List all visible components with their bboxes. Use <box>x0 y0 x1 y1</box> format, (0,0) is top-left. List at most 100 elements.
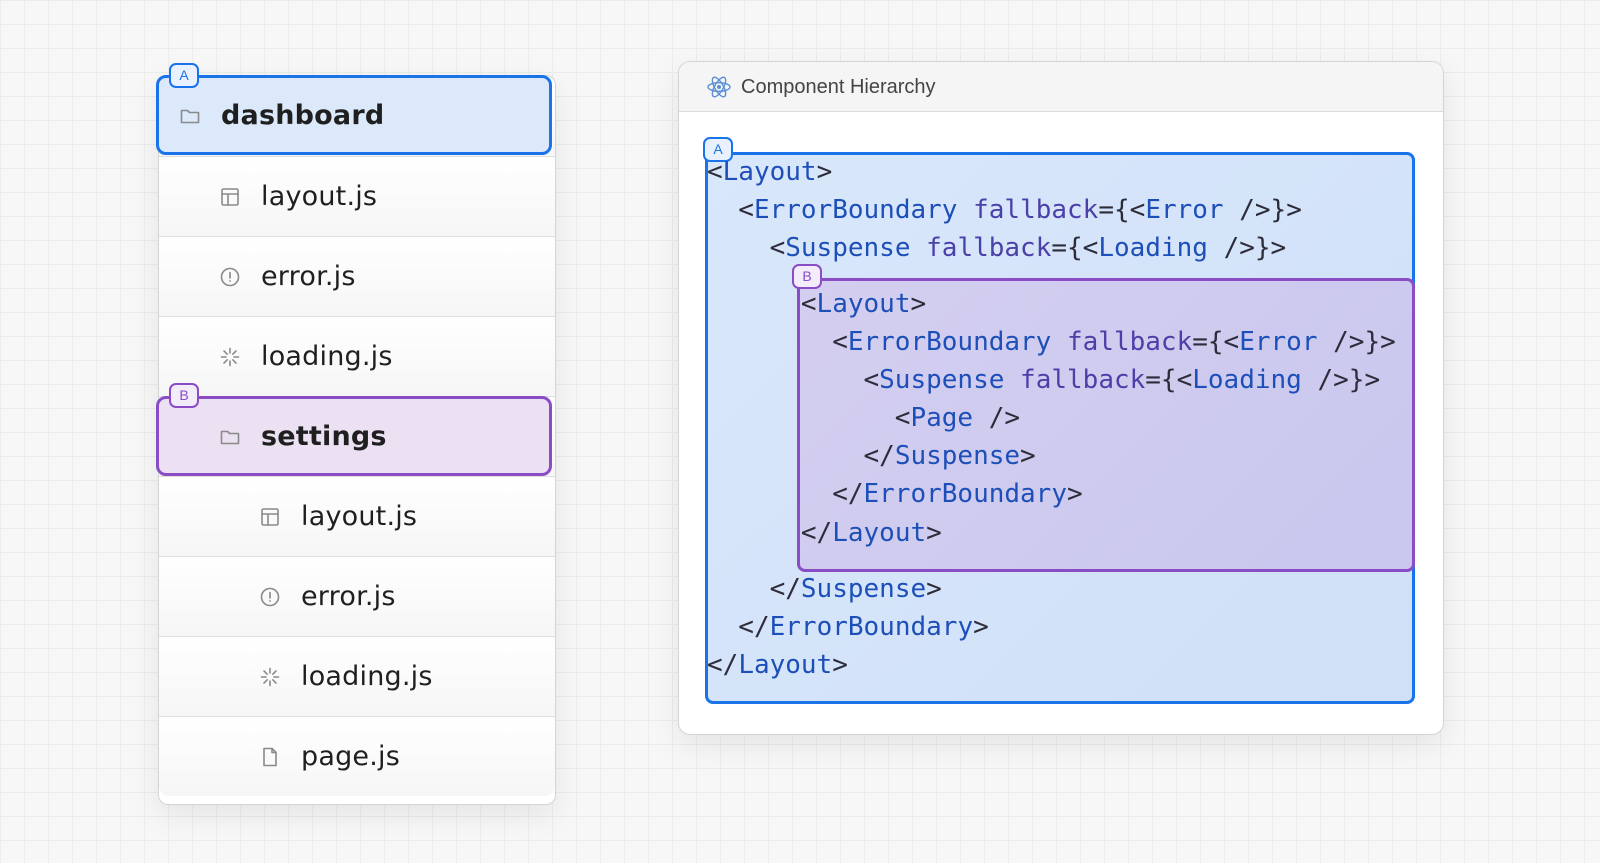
code-punct: > <box>973 612 989 642</box>
panel-header: Component Hierarchy <box>679 62 1443 112</box>
layout-icon <box>219 186 241 208</box>
code-tag: Layout <box>738 650 833 680</box>
tree-item-label: layout.js <box>261 181 378 212</box>
code-punct: < <box>863 365 880 395</box>
error-icon <box>219 266 241 288</box>
code-tag: ErrorBoundary <box>847 327 1052 357</box>
code-line: <ErrorBoundary fallback={<Error />}> <box>738 195 1302 225</box>
code-punct: ={< <box>1192 327 1240 357</box>
code-punct: < <box>738 195 754 225</box>
tree-item-label: dashboard <box>221 100 385 131</box>
tree-badge-a: A <box>169 63 199 88</box>
code-tag: Suspense <box>785 233 911 263</box>
code-punct: > <box>910 289 927 319</box>
tree-item-label: page.js <box>301 741 400 772</box>
tree-item-loading-js[interactable]: loading.js <box>159 636 555 716</box>
code-punct: < <box>832 327 848 357</box>
blue-highlight <box>156 75 552 155</box>
code-punct: < <box>707 157 723 187</box>
code-punct: < <box>769 233 786 263</box>
tree-item-error-js[interactable]: error.js <box>159 556 555 636</box>
code-punct: > <box>1020 441 1036 471</box>
code-punct <box>1004 365 1020 395</box>
code-line: </Suspense> <box>864 441 1036 471</box>
tree-item-label: error.js <box>261 261 356 292</box>
code-punct: />}> <box>1301 365 1381 395</box>
code-tag: Error <box>1145 195 1224 225</box>
code-attr: fallback <box>973 195 1099 225</box>
code-punct <box>910 233 926 263</box>
code-line: <Layout> <box>801 289 926 319</box>
layout-b-boundary <box>797 278 1415 572</box>
badge-a: A <box>703 137 733 162</box>
code-punct: />}> <box>1207 233 1287 263</box>
code-attr: fallback <box>926 233 1052 263</box>
folder-icon <box>219 426 241 448</box>
loading-icon <box>259 666 281 688</box>
code-line: </Layout> <box>707 650 848 680</box>
layout-icon <box>259 506 281 528</box>
tree-item-dashboard[interactable]: dashboard <box>156 75 555 156</box>
code-line: <Page /> <box>895 403 1020 433</box>
error-icon <box>259 586 281 608</box>
code-punct: < <box>800 289 817 319</box>
code-tag: Error <box>1239 327 1318 357</box>
tree-item-layout-js[interactable]: layout.js <box>159 156 555 236</box>
code-punct: />}> <box>1317 327 1396 357</box>
code-line: <Layout> <box>707 157 832 187</box>
component-hierarchy-panel: Component Hierarchy A B <Layout><ErrorBo… <box>678 61 1444 735</box>
code-punct: > <box>832 650 848 680</box>
code-tag: ErrorBoundary <box>753 195 958 225</box>
tree-item-error-js[interactable]: error.js <box>159 236 555 316</box>
react-icon <box>706 74 732 100</box>
tree-badge-b: B <box>169 383 199 408</box>
panel-title: Component Hierarchy <box>741 76 936 98</box>
code-line: <Suspense fallback={<Loading />}> <box>864 365 1381 395</box>
tree-item-loading-js[interactable]: loading.js <box>159 316 555 396</box>
code-punct: </ <box>769 574 801 604</box>
code-line: </ErrorBoundary> <box>832 479 1082 509</box>
code-tag: Suspense <box>879 365 1005 395</box>
folder-icon <box>179 105 201 127</box>
tree-item-label: loading.js <box>301 661 433 692</box>
code-punct <box>1051 327 1067 357</box>
code-line: </Layout> <box>801 518 942 548</box>
code-punct: /> <box>973 403 1021 433</box>
badge-b: B <box>792 264 822 289</box>
code-line: </ErrorBoundary> <box>738 612 988 642</box>
code-punct <box>957 195 973 225</box>
code-punct: ={< <box>1098 195 1146 225</box>
tree-item-settings[interactable]: settings <box>156 396 555 476</box>
code-punct: </ <box>707 650 739 680</box>
code-punct: < <box>894 403 911 433</box>
code-tag: Page <box>910 403 974 433</box>
code-tag: Layout <box>816 289 911 319</box>
code-punct: ={< <box>1051 233 1099 263</box>
code-punct: ={< <box>1145 365 1193 395</box>
code-punct: </ <box>832 479 864 509</box>
code-tag: Loading <box>1098 233 1208 263</box>
code-tag: Layout <box>722 157 817 187</box>
code-punct: > <box>816 157 833 187</box>
tree-item-label: error.js <box>301 581 396 612</box>
code-line: </Suspense> <box>770 574 942 604</box>
code-punct: > <box>1067 479 1083 509</box>
code-line: <ErrorBoundary fallback={<Error />}> <box>832 327 1396 357</box>
tree-item-label: settings <box>261 421 387 452</box>
code-tag: Suspense <box>894 441 1021 471</box>
code-punct: </ <box>738 612 770 642</box>
code-tag: ErrorBoundary <box>863 479 1068 509</box>
code-punct: />}> <box>1223 195 1302 225</box>
tree-item-label: loading.js <box>261 341 393 372</box>
code-tag: ErrorBoundary <box>769 612 974 642</box>
tree-item-label: layout.js <box>301 501 418 532</box>
code-attr: fallback <box>1067 327 1193 357</box>
code-punct: </ <box>863 441 895 471</box>
tree-item-page-js[interactable]: page.js <box>159 716 555 796</box>
tree-item-layout-js[interactable]: layout.js <box>159 476 555 556</box>
code-punct: </ <box>800 518 833 548</box>
code-punct: > <box>926 574 942 604</box>
code-attr: fallback <box>1020 365 1146 395</box>
code-tag: Suspense <box>800 574 927 604</box>
